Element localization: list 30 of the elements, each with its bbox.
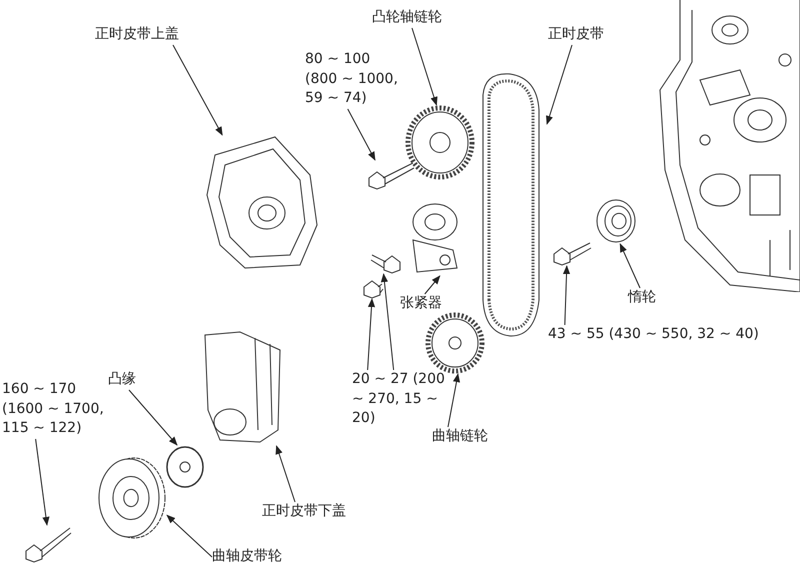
torque-value-label: 43 ~ 55 (430 ~ 550, 32 ~ 40) <box>548 325 788 345</box>
torque-value-label: 80 ~ 100 (800 ~ 1000, 59 ~ 74) <box>305 50 400 109</box>
leader-line <box>448 373 460 428</box>
leader-line <box>412 28 438 106</box>
part-label: 正时皮带下盖 <box>262 502 372 522</box>
part-label: 正时皮带上盖 <box>95 25 225 45</box>
leader-line <box>562 265 570 326</box>
part-label: 张紧器 <box>400 294 462 314</box>
leader-line <box>276 445 296 502</box>
part-label: 凸缘 <box>108 370 150 390</box>
flange-drawing <box>165 445 205 489</box>
leader-line <box>546 44 572 125</box>
sprocket-drawing <box>405 105 475 180</box>
leader-line <box>620 243 640 288</box>
part-label: 惰轮 <box>628 288 668 308</box>
part-label: 正时皮带 <box>548 25 628 45</box>
leader-line <box>347 108 376 161</box>
idler-pulley-drawing <box>595 198 637 244</box>
part-label: 曲轴链轮 <box>432 427 512 447</box>
leader-line <box>380 273 394 370</box>
sprocket-drawing <box>425 312 485 374</box>
part-label: 曲轴皮带轮 <box>212 547 312 567</box>
leader-line <box>166 514 212 558</box>
leader-line <box>128 390 178 446</box>
leader-line <box>367 298 376 370</box>
leader-line <box>172 44 223 136</box>
torque-value-label: 20 ~ 27 (200 ~ 270, 15 ~ 20) <box>352 370 456 429</box>
leader-line <box>424 275 440 294</box>
part-label: 凸轮轴链轮 <box>372 8 472 28</box>
leader-line <box>35 438 50 526</box>
